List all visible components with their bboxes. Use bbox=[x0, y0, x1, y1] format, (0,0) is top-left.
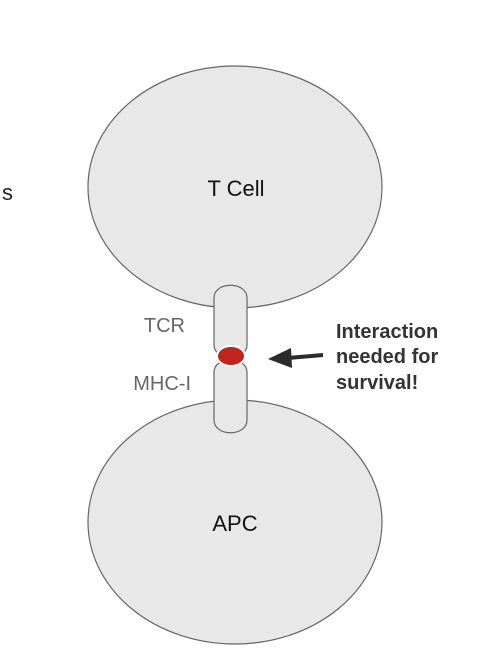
callout-line-2: needed for bbox=[336, 346, 438, 368]
tcr-label: TCR bbox=[144, 315, 185, 337]
edge-fragment-text: s bbox=[2, 180, 13, 205]
t-cell-label: T Cell bbox=[207, 176, 264, 201]
mhc-i-label: MHC-I bbox=[133, 373, 191, 395]
callout-arrow-icon bbox=[268, 348, 324, 368]
interaction-dot bbox=[216, 345, 246, 367]
callout-line-1: Interaction bbox=[336, 321, 438, 343]
callout-line-3: survival! bbox=[336, 372, 418, 394]
mhc-i-receptor bbox=[213, 359, 248, 434]
apc-label: APC bbox=[212, 511, 257, 536]
